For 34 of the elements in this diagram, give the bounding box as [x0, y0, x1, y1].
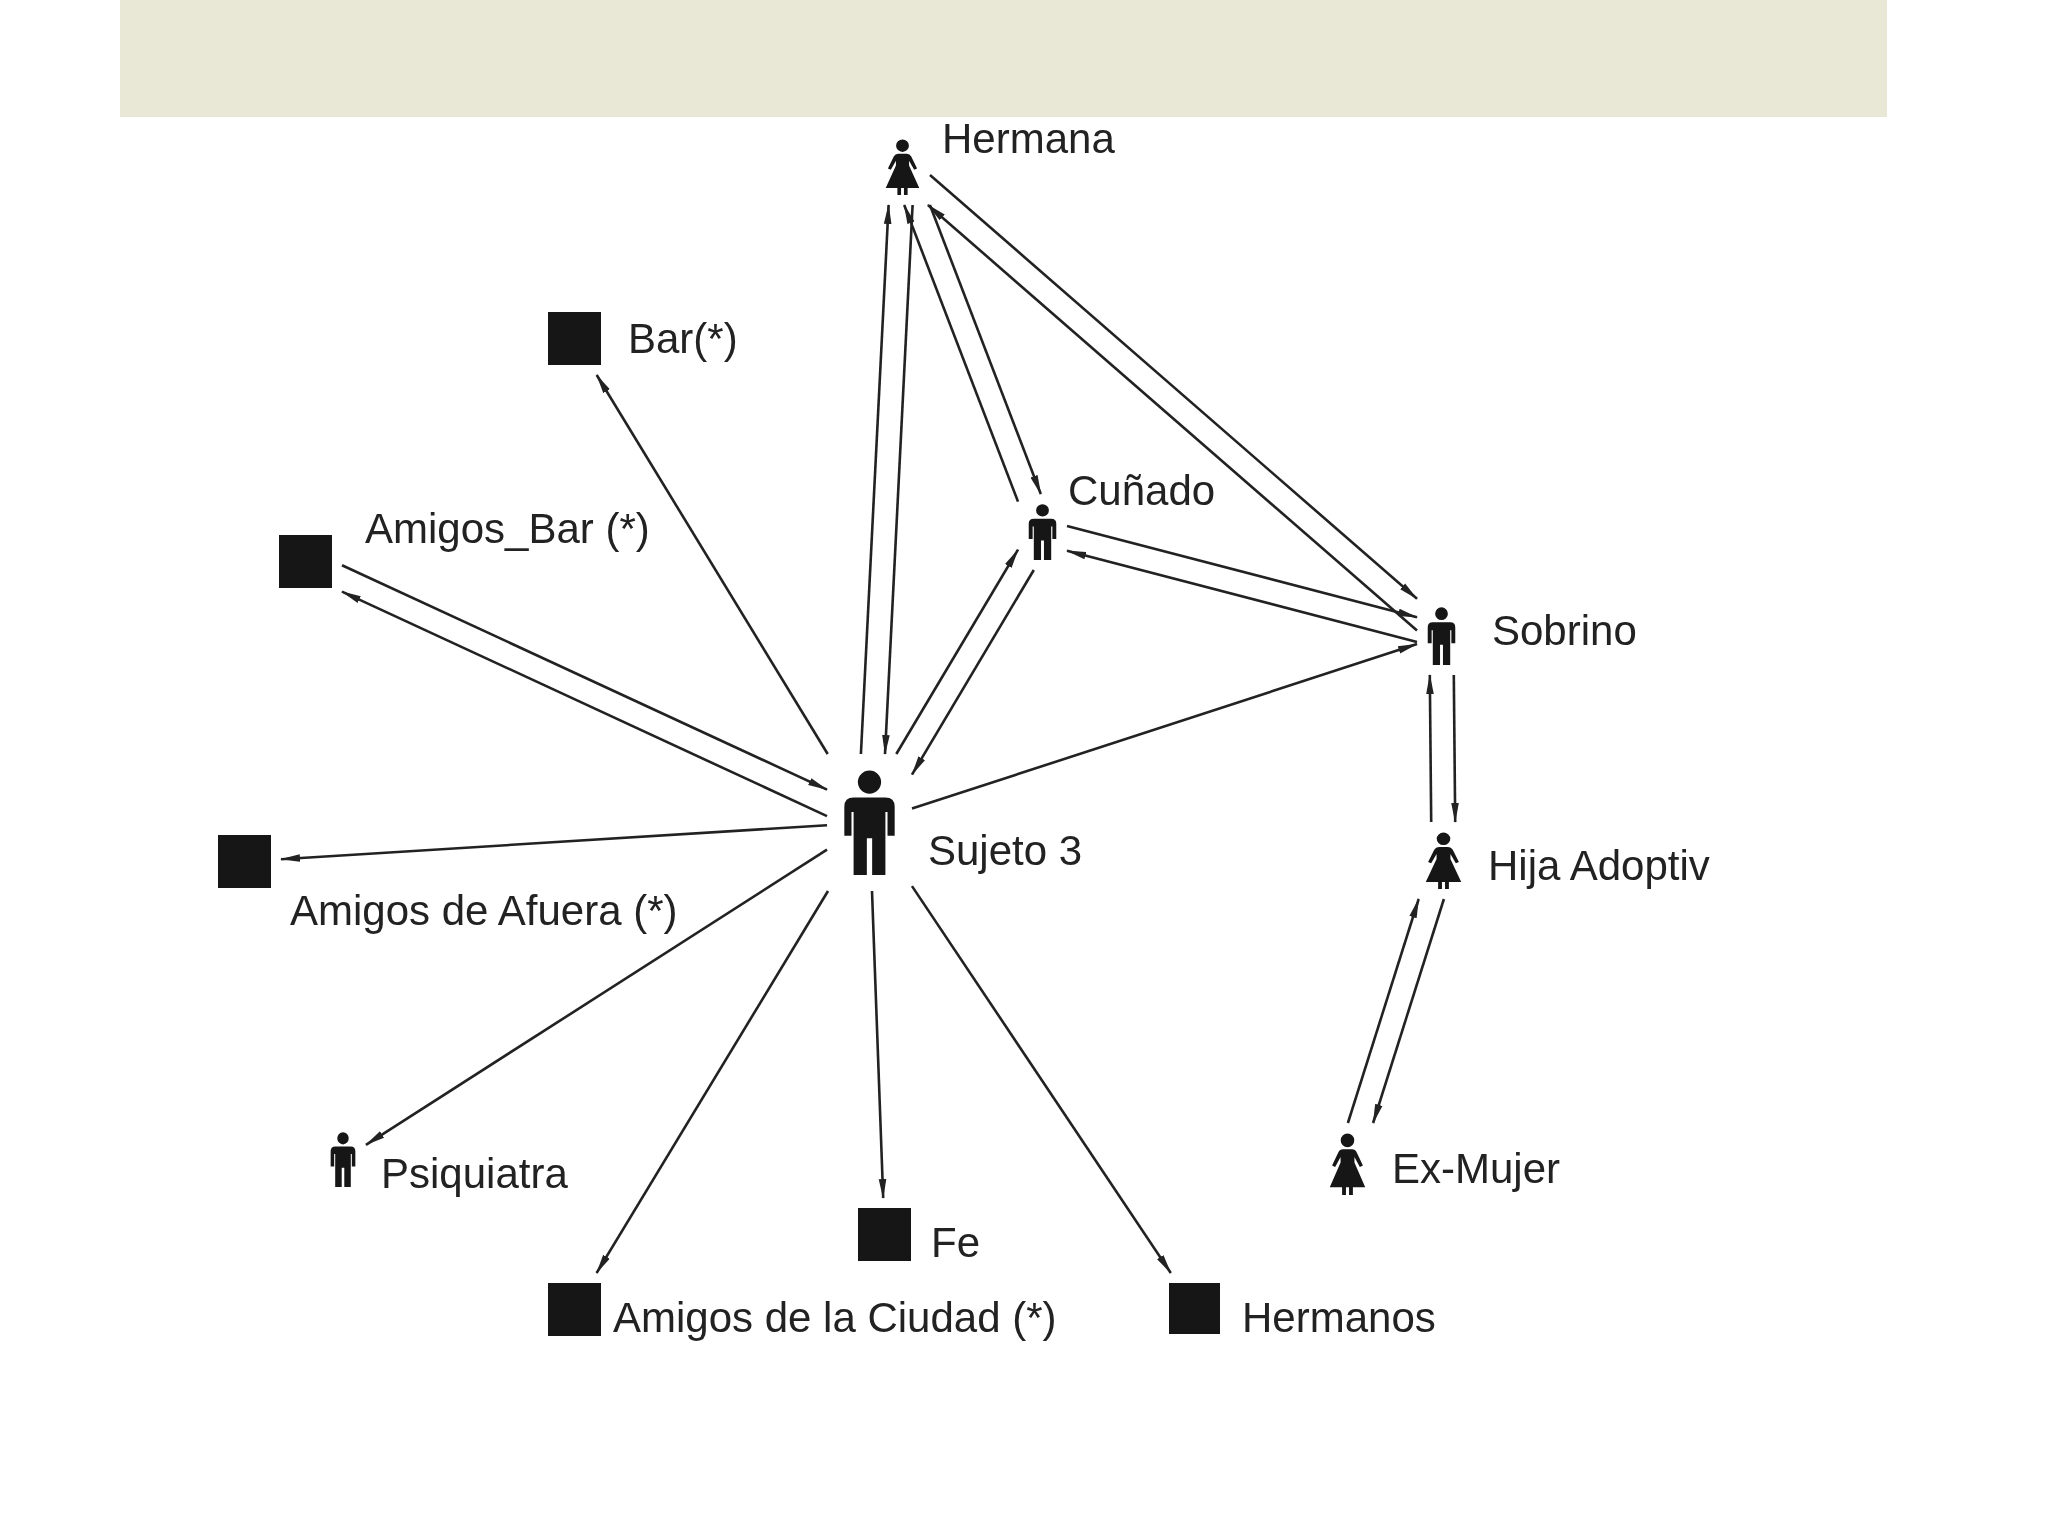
node-label: Ex-Mujer	[1392, 1148, 1561, 1190]
arrow	[895, 548, 1020, 755]
node-label: Psiquiatra	[381, 1153, 568, 1195]
arrow	[870, 890, 887, 1199]
arrow	[910, 885, 1172, 1274]
arrow	[910, 569, 1035, 776]
arrow	[280, 823, 828, 862]
node-label: Sobrino	[1492, 610, 1637, 652]
node-label: Cuñado	[1068, 470, 1216, 512]
arrow	[1066, 549, 1418, 644]
arrow	[1371, 898, 1446, 1124]
node-label: Hermanos	[1242, 1297, 1436, 1339]
arrow	[595, 374, 829, 755]
arrow	[365, 848, 828, 1146]
node-label: Fe	[931, 1222, 980, 1264]
arrow	[341, 590, 828, 818]
node-label: Amigos de Afuera (*)	[290, 890, 678, 932]
arrow	[882, 204, 914, 755]
node-label: Sujeto 3	[928, 830, 1083, 872]
arrow	[859, 204, 892, 755]
arrow	[1346, 898, 1420, 1124]
arrow	[911, 642, 1418, 810]
node-label: Amigos de la Ciudad (*)	[613, 1297, 1057, 1339]
arrow	[1066, 524, 1418, 619]
arrow	[1426, 674, 1434, 822]
node-label: Hija Adoptiv	[1488, 845, 1710, 887]
node-label: Bar(*)	[628, 318, 738, 360]
node-label: Amigos_Bar (*)	[365, 508, 650, 550]
arrow	[1451, 675, 1459, 823]
arrow	[595, 890, 830, 1274]
arrow	[928, 204, 1042, 495]
arrow	[341, 564, 828, 791]
node-label: Hermana	[942, 118, 1115, 160]
arrow	[903, 204, 1020, 503]
